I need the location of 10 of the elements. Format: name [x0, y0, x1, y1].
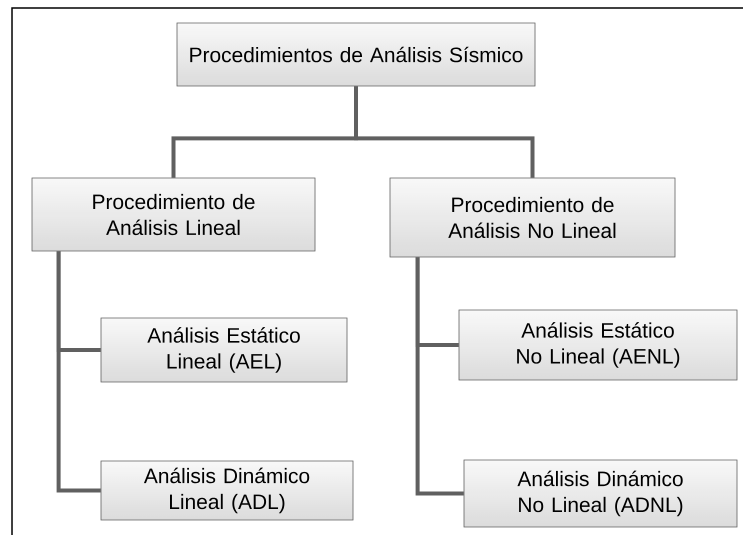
- process-box: Procedimiento de Análisis No Lineal: [390, 178, 676, 258]
- connector-line: [56, 251, 101, 492]
- process-box: Análisis Dinámico No Lineal (ADNL): [464, 460, 738, 528]
- process-box: Análisis Dinámico Lineal (ADL): [100, 460, 354, 520]
- process-box: Procedimiento de Análisis Lineal: [32, 178, 316, 252]
- connector-line: [354, 86, 534, 178]
- process-box: Análisis Estático No Lineal (AENL): [458, 310, 738, 380]
- process-box: Análisis Estático Lineal (AEL): [100, 318, 348, 382]
- process-box: Procedimientos de Análisis Sísmico: [176, 22, 536, 86]
- connector-line: [416, 257, 464, 496]
